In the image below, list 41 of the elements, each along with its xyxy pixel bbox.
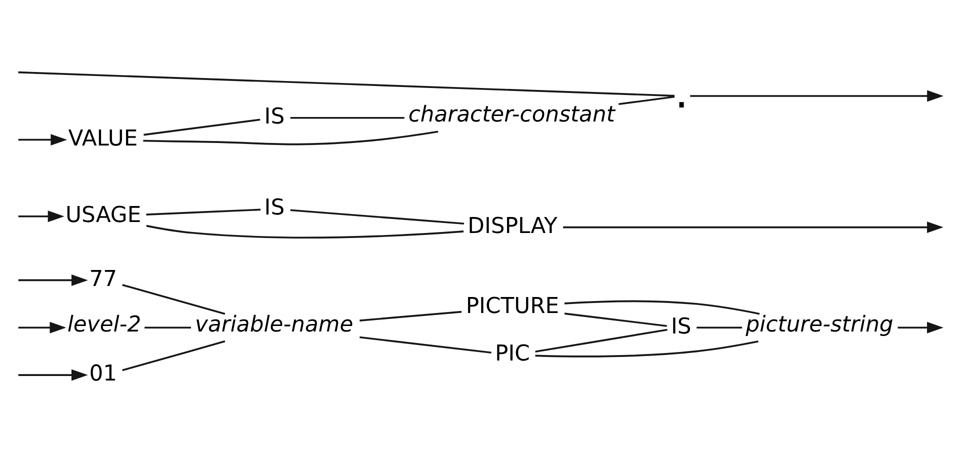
- connector: [144, 326, 191, 329]
- connector: [146, 208, 261, 216]
- connector: [18, 71, 674, 97]
- node-text: picture-string: [746, 312, 894, 338]
- connector: [360, 336, 492, 354]
- node-text: IS: [264, 104, 285, 130]
- connector: [360, 310, 462, 322]
- connector: [535, 340, 758, 358]
- node-text: USAGE: [66, 203, 142, 228]
- connector: [535, 328, 668, 353]
- node-text: PICTURE: [466, 294, 560, 320]
- connector: [564, 300, 760, 315]
- node-text: character-constant: [408, 102, 615, 128]
- node-text: 01: [89, 362, 118, 387]
- connector: [146, 224, 464, 238]
- connector: [696, 326, 742, 329]
- node-text: 77: [89, 266, 118, 292]
- arrow: [898, 322, 944, 334]
- node-text: IS: [264, 196, 285, 221]
- node-text: DISPLAY: [468, 214, 558, 239]
- node-text: .: [674, 67, 689, 118]
- connector: [618, 96, 675, 106]
- connector: [290, 209, 464, 225]
- connector: [564, 312, 667, 327]
- arrow: [690, 90, 944, 102]
- node-text: IS: [670, 314, 692, 340]
- connector: [122, 284, 226, 315]
- arrow: [18, 134, 68, 146]
- node-text: level-2: [67, 312, 142, 338]
- arrow: [18, 274, 88, 286]
- arrow: [18, 369, 88, 381]
- connector: [144, 118, 260, 136]
- connector: [143, 130, 438, 146]
- node-text: VALUE: [68, 126, 138, 152]
- arrow: [563, 222, 944, 234]
- node-text: variable-name: [195, 312, 354, 338]
- connector: [290, 116, 404, 119]
- node-text: PIC: [495, 342, 530, 367]
- connector: [122, 340, 226, 372]
- arrow: [18, 322, 66, 334]
- arrow: [18, 210, 64, 222]
